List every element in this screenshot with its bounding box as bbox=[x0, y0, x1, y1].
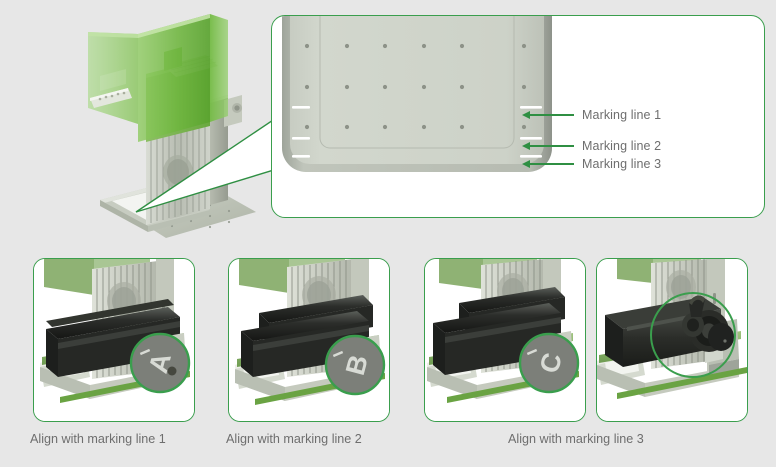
caption-step-3: Align with marking line 3 bbox=[508, 432, 644, 446]
leader-row-marking-line-3: Marking line 3 bbox=[530, 157, 661, 171]
leader-line-2 bbox=[530, 145, 574, 147]
leader-line-3 bbox=[530, 163, 574, 165]
step-panels: A bbox=[0, 258, 776, 428]
marking-line-3-label: Marking line 3 bbox=[582, 157, 662, 171]
step-panel-c: C bbox=[424, 258, 586, 422]
marking-line-2-label: Marking line 2 bbox=[582, 139, 662, 153]
marking-line-1-label: Marking line 1 bbox=[582, 108, 662, 122]
step-panel-a: A bbox=[33, 258, 195, 422]
cover-right-wing-3d bbox=[210, 14, 228, 122]
arrow-head-line-2 bbox=[522, 142, 530, 150]
step-panel-d bbox=[596, 258, 748, 422]
locking-knob-3d bbox=[682, 295, 734, 352]
step-captions: Align with marking line 1 Align with mar… bbox=[0, 432, 776, 456]
detail-view-panel bbox=[271, 15, 765, 218]
leader-row-marking-line-1: Marking line 1 bbox=[530, 108, 661, 122]
arrow-head-line-3 bbox=[522, 160, 530, 168]
highlight-circle-d bbox=[650, 292, 736, 378]
vat-handle-3d bbox=[90, 88, 132, 108]
caption-step-2: Align with marking line 2 bbox=[226, 432, 362, 446]
leader-line-1 bbox=[530, 114, 574, 116]
cover-front-3d bbox=[138, 14, 210, 142]
step-panel-b: B bbox=[228, 258, 390, 422]
caption-step-1: Align with marking line 1 bbox=[30, 432, 166, 446]
leader-row-marking-line-2: Marking line 2 bbox=[530, 139, 661, 153]
arrow-head-line-1 bbox=[522, 111, 530, 119]
marking-line-leaders: Marking line 1 Marking line 2 Marking li… bbox=[516, 98, 766, 178]
printer-assembly-illustration bbox=[60, 4, 280, 244]
build-plate-detail-render bbox=[272, 16, 562, 213]
